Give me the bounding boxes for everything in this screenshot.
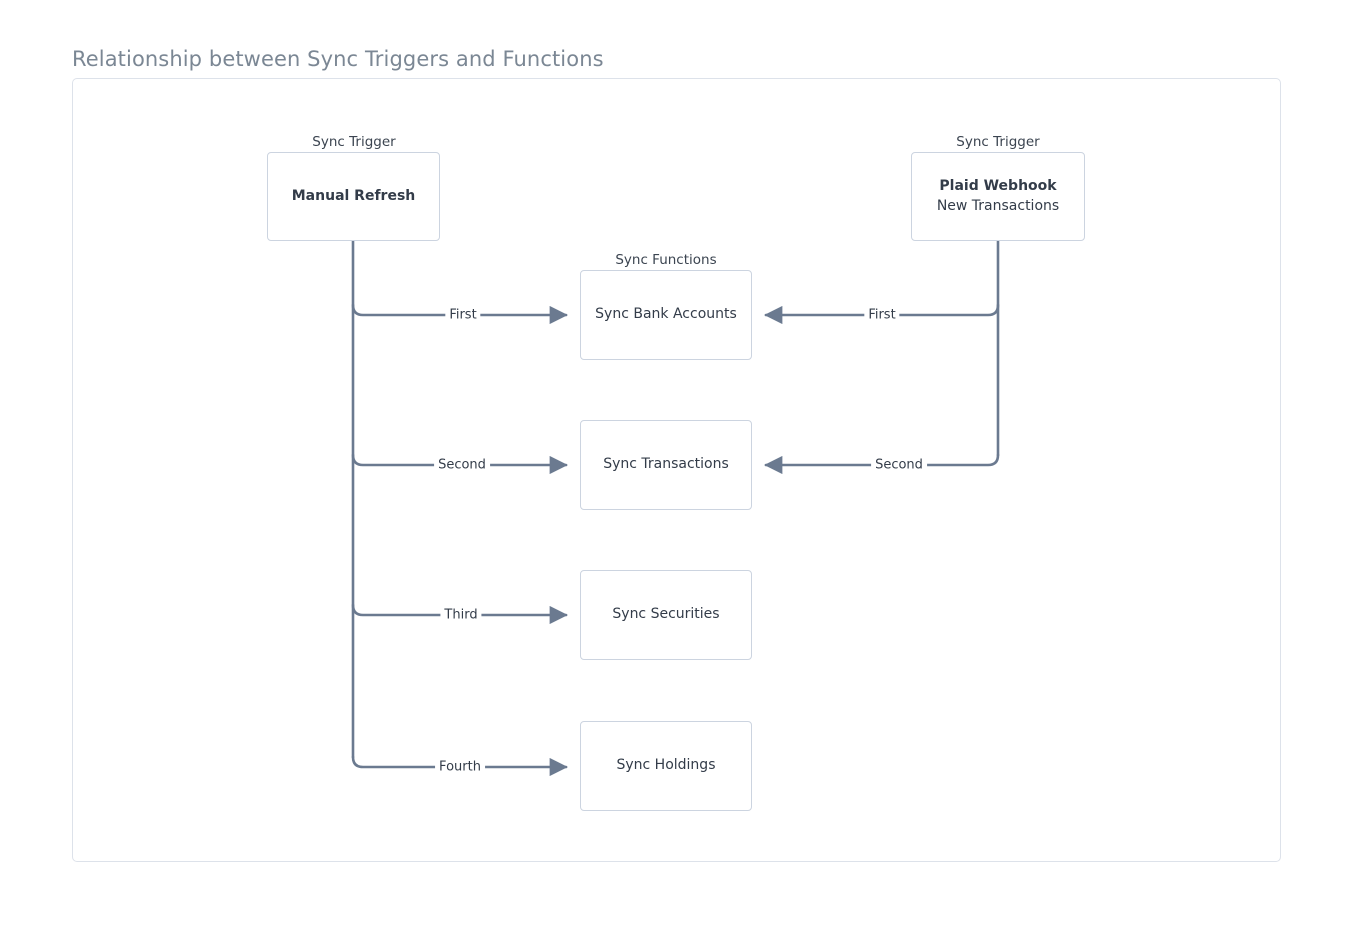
node-sync-transactions[interactable]: Sync Transactions	[580, 420, 752, 510]
edge-label-manual-fourth: Fourth	[435, 760, 485, 774]
node-plaid-webhook-subtitle: New Transactions	[936, 197, 1060, 214]
node-sync-securities[interactable]: Sync Securities	[580, 570, 752, 660]
node-manual-refresh[interactable]: Manual Refresh	[267, 152, 440, 241]
edge-label-manual-first: First	[445, 308, 481, 322]
node-manual-refresh-title: Manual Refresh	[291, 187, 416, 204]
node-plaid-webhook[interactable]: Plaid Webhook New Transactions	[911, 152, 1085, 241]
caption-sync-trigger-left: Sync Trigger	[312, 134, 396, 150]
caption-sync-trigger-right: Sync Trigger	[956, 134, 1040, 150]
caption-sync-functions: Sync Functions	[615, 252, 717, 268]
edge-label-manual-second: Second	[434, 458, 490, 472]
page-title: Relationship between Sync Triggers and F…	[72, 47, 604, 71]
node-sync-bank-accounts-title: Sync Bank Accounts	[595, 306, 737, 323]
node-plaid-webhook-title: Plaid Webhook	[939, 177, 1057, 194]
node-sync-bank-accounts[interactable]: Sync Bank Accounts	[580, 270, 752, 360]
edge-label-plaid-first: First	[864, 308, 900, 322]
node-sync-holdings[interactable]: Sync Holdings	[580, 721, 752, 811]
node-sync-transactions-title: Sync Transactions	[603, 456, 729, 473]
edge-label-plaid-second: Second	[871, 458, 927, 472]
node-sync-holdings-title: Sync Holdings	[616, 757, 716, 774]
edge-label-manual-third: Third	[440, 608, 482, 622]
node-sync-securities-title: Sync Securities	[612, 606, 720, 623]
